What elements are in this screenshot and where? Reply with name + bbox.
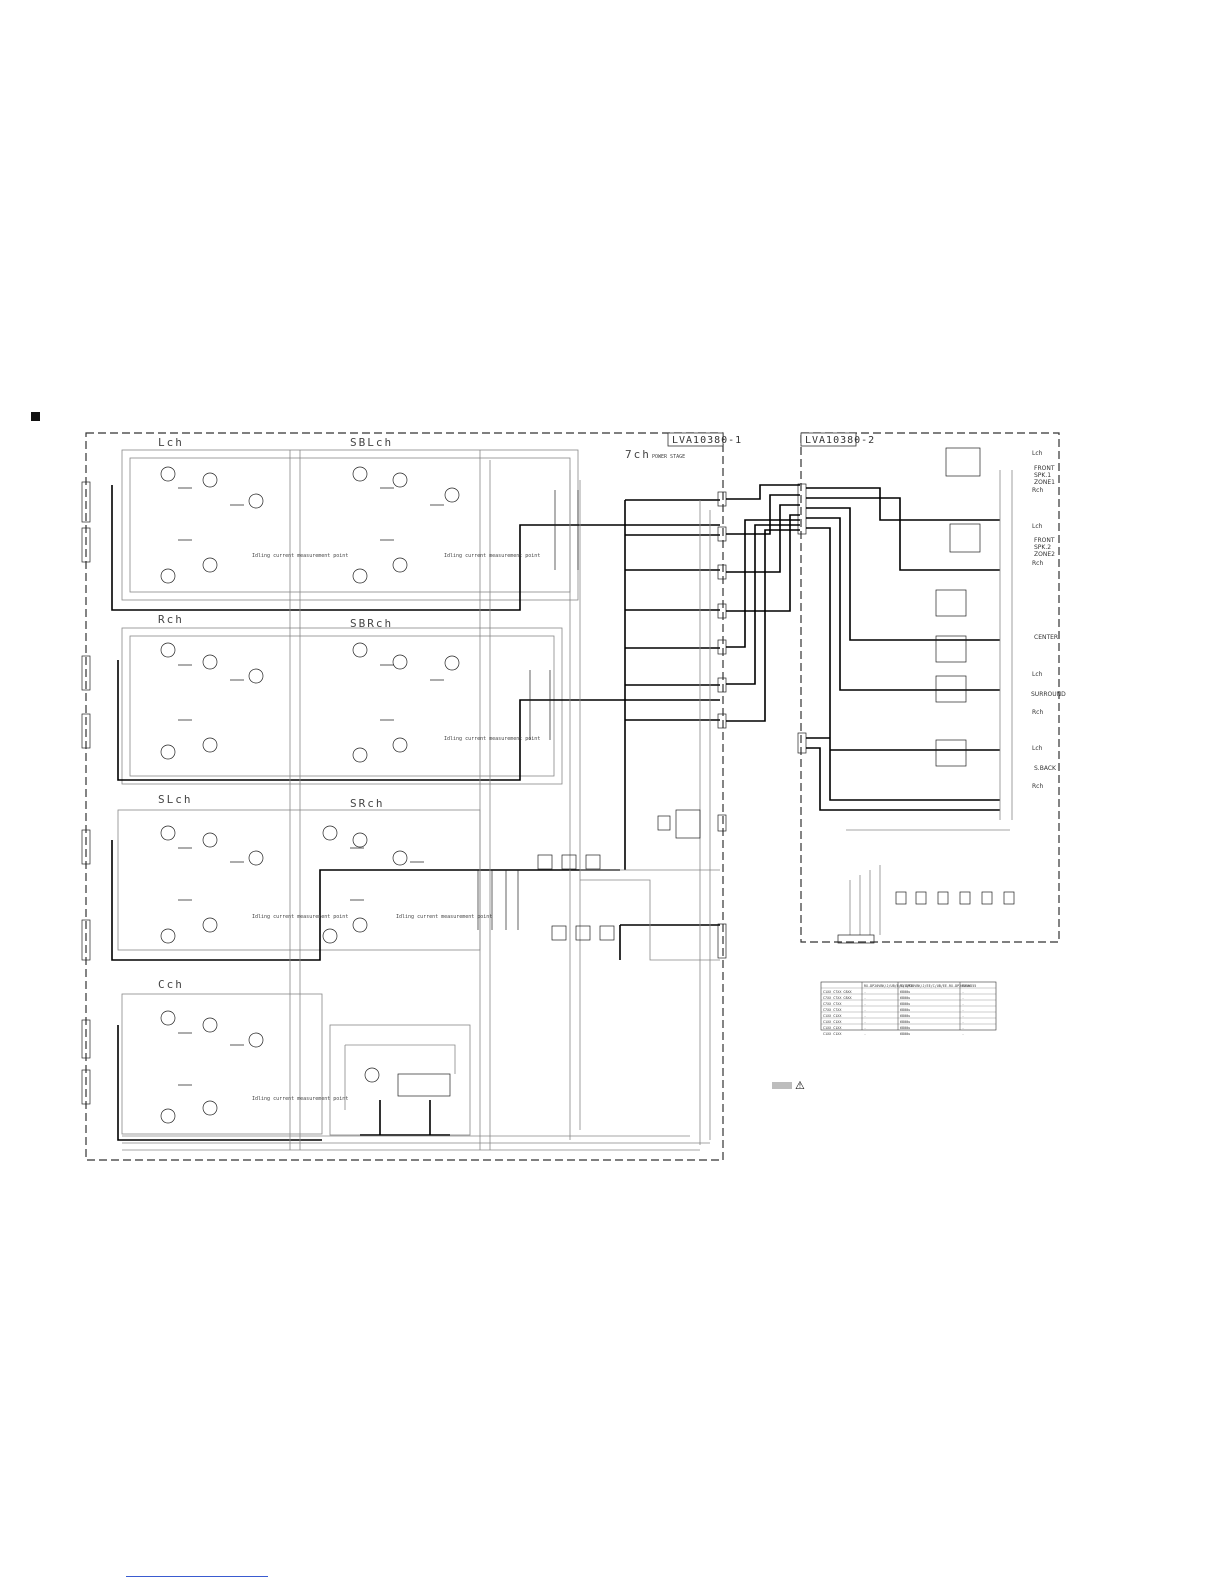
- table-cell: -: [864, 1026, 866, 1030]
- channel-label-cch: Cch: [158, 978, 184, 991]
- table-cell: C1XX C1XX: [823, 1014, 842, 1018]
- svg-text:Idling current measurement poi: Idling current measurement point: [396, 914, 492, 920]
- channel-label-lch: Lch: [158, 436, 184, 449]
- svg-text:FRONT: FRONT: [1034, 465, 1055, 472]
- table-cell: -: [864, 1008, 866, 1012]
- svg-text:SPK.2: SPK.2: [1034, 544, 1051, 551]
- table-cell: C7XX C7XX: [823, 1008, 842, 1012]
- table-cell: -: [962, 1008, 964, 1012]
- svg-text:S.BACK: S.BACK: [1034, 765, 1057, 772]
- capacitor-table: [820, 981, 997, 1031]
- svg-text:SURROUND: SURROUND: [1031, 691, 1066, 698]
- table-cell: -: [962, 996, 964, 1000]
- channel-label-slch: SLch: [158, 793, 193, 806]
- table-header-cell: RX-DP20VBK/J/UB/B/C/E/EE: [864, 984, 913, 988]
- table-cell: -: [864, 1032, 866, 1036]
- table-cell: 6800u: [900, 990, 910, 994]
- svg-text:Rch: Rch: [1032, 560, 1043, 567]
- board-1-tag: [667, 432, 724, 447]
- table-cell: 6800u: [900, 996, 910, 1000]
- svg-text:Lch: Lch: [1032, 745, 1043, 752]
- board-1-outline: [85, 432, 724, 1161]
- safety-warning-icon: ⚠: [795, 1079, 805, 1092]
- svg-text:Lch: Lch: [1032, 450, 1043, 457]
- table-cell: C1XX C1XX: [823, 1026, 842, 1030]
- table-cell: 6800u: [900, 1008, 910, 1012]
- protection-relay-block: [657, 809, 727, 839]
- table-cell: C7XX C7XX C8XX: [823, 996, 853, 1000]
- stage-title: 7ch: [625, 448, 651, 461]
- svg-text:SPK.1: SPK.1: [1034, 472, 1051, 479]
- channel-label-sbrch: SBRch: [350, 617, 393, 630]
- board-2-outline: [800, 432, 1060, 943]
- legend-gray-swatch: [772, 1082, 792, 1089]
- svg-text:CENTER: CENTER: [1034, 634, 1058, 641]
- board-2-tag: [800, 432, 857, 447]
- svg-text:Rch: Rch: [1032, 487, 1043, 494]
- channel-label-sblch: SBLch: [350, 436, 393, 449]
- svg-text:Rch: Rch: [1032, 783, 1043, 790]
- capacitor-groups: [477, 490, 615, 941]
- table-header-cell: RX-DP20VBK/J/EE/C/UB/EE-RX-DP20VBK: [900, 984, 970, 988]
- table-cell: -: [962, 1014, 964, 1018]
- table-cell: -: [864, 990, 866, 994]
- footer-link-underline[interactable]: [126, 1576, 268, 1577]
- svg-text:ZONE2: ZONE2: [1034, 551, 1055, 558]
- capacitor-table-text: RX-DP20VBK/J/UB/B/C/E/EERX-DP20VBK/J/EE/…: [823, 984, 976, 1036]
- channel-label-rch: Rch: [158, 613, 184, 626]
- svg-text:Idling current measurement poi: Idling current measurement point: [252, 1096, 348, 1102]
- svg-text:Lch: Lch: [1032, 671, 1043, 678]
- board-2-label: LVA10380-2: [805, 435, 875, 446]
- table-cell: -: [864, 1002, 866, 1006]
- idling-notes: Idling current measurement point Idling …: [252, 553, 540, 1102]
- table-cell: -: [962, 1026, 964, 1030]
- table-cell: -: [864, 1014, 866, 1018]
- svg-text:Rch: Rch: [1032, 709, 1043, 716]
- table-cell: 6800u: [900, 1026, 910, 1030]
- table-cell: 6800u: [900, 1020, 910, 1024]
- section-marker: [31, 412, 40, 421]
- table-cell: 6800u: [900, 1014, 910, 1018]
- svg-text:Idling current measurement poi: Idling current measurement point: [252, 914, 348, 920]
- table-cell: -: [864, 996, 866, 1000]
- relay-driver-transistors: [837, 829, 1015, 944]
- svg-text:FRONT: FRONT: [1034, 537, 1055, 544]
- resistors: [178, 487, 444, 1086]
- table-cell: -: [962, 1032, 964, 1036]
- transistors: [160, 466, 460, 1124]
- table-cell: C1XX C1XX: [823, 1020, 842, 1024]
- stage-subtitle: POWER STAGE: [652, 454, 685, 460]
- table-cell: -: [864, 1020, 866, 1024]
- table-header-cell: SX-WD55: [962, 984, 976, 988]
- table-cell: -: [962, 1002, 964, 1006]
- table-cell: C7XX C7XX: [823, 1002, 842, 1006]
- channel-blocks: [117, 449, 579, 1136]
- table-cell: -: [962, 1020, 964, 1024]
- svg-text:Idling current measurement poi: Idling current measurement point: [444, 736, 540, 742]
- channel-label-srch: SRch: [350, 797, 385, 810]
- power-bus-lines: [111, 485, 720, 1141]
- svg-text:Idling current measurement poi: Idling current measurement point: [252, 553, 348, 559]
- svg-text:Lch: Lch: [1032, 523, 1043, 530]
- svg-text:Idling current measurement poi: Idling current measurement point: [444, 553, 540, 559]
- table-cell: 6800u: [900, 1032, 910, 1036]
- table-cell: -: [962, 990, 964, 994]
- relays: [935, 447, 981, 767]
- signal-wiring: [122, 450, 720, 1151]
- svg-text:ZONE1: ZONE1: [1034, 479, 1055, 486]
- regulator-ic: [344, 1044, 456, 1110]
- board-1-label: LVA10380-1: [672, 435, 742, 446]
- speaker-output-labels: Lch FRONT SPK.1 ZONE1 Rch Lch FRONT SPK.…: [1031, 450, 1066, 790]
- table-cell: C1XX C1XX: [823, 1032, 842, 1036]
- speaker-wiring: [726, 470, 1013, 820]
- table-cell: 6800u: [900, 1002, 910, 1006]
- table-cell: C1XX C7XX C8XX: [823, 990, 853, 994]
- input-connectors: [81, 481, 91, 1105]
